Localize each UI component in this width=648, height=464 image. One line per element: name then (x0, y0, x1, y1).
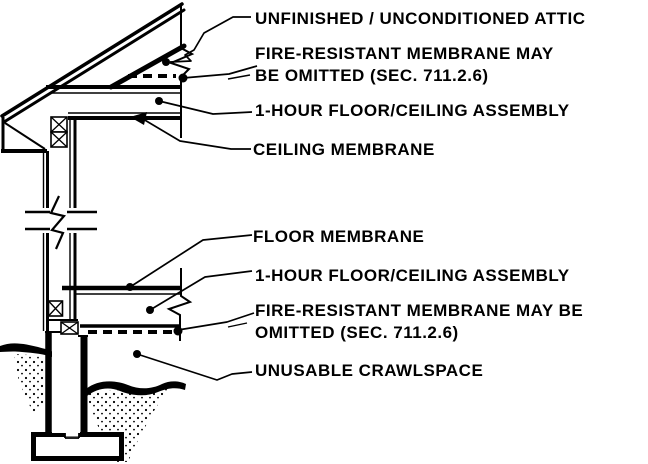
floor-membrane-line (62, 285, 181, 295)
callout-unusable-crawlspace: UNUSABLE CRAWLSPACE (255, 360, 483, 382)
dot-fire-lower (173, 326, 183, 336)
callout-fire-membrane-lower: FIRE-RESISTANT MEMBRANE MAY BE OMITTED (… (255, 300, 583, 344)
leader-ceiling-membrane (142, 118, 251, 150)
ceiling-arrowhead (130, 112, 147, 125)
sill-plate-x (60, 321, 79, 335)
ceiling-membrane-line (68, 112, 181, 120)
upper-floor-assembly (46, 85, 181, 94)
leader-lines (129, 16, 258, 381)
leader-fire-lower-tail (227, 322, 248, 328)
dot-assembly-upper (155, 97, 163, 105)
wall-break-symbol (25, 195, 97, 250)
callout-line: UNFINISHED / UNCONDITIONED ATTIC (255, 9, 586, 28)
callout-line: FLOOR MEMBRANE (253, 227, 425, 246)
leader-floor-membrane (129, 234, 253, 288)
leader-assembly-lower (149, 270, 253, 311)
callout-assembly-lower: 1-HOUR FLOOR/CEILING ASSEMBLY (255, 265, 570, 287)
callout-line: 1-HOUR FLOOR/CEILING ASSEMBLY (255, 266, 570, 285)
callout-line: CEILING MEMBRANE (253, 140, 435, 159)
footing (31, 428, 124, 461)
earth-stipple-left (14, 354, 45, 413)
exterior-wall (42, 116, 79, 335)
leader-fire-lower (177, 312, 255, 331)
grade-line-right (86, 381, 186, 396)
callout-fire-membrane-upper: FIRE-RESISTANT MEMBRANE MAY BE OMITTED (… (255, 43, 554, 87)
dot-assembly-lower (146, 306, 154, 314)
blocking-x-top (50, 116, 68, 148)
callout-line: 1-HOUR FLOOR/CEILING ASSEMBLY (255, 101, 570, 120)
leader-unfinished-attic (169, 16, 251, 63)
callout-ceiling-membrane: CEILING MEMBRANE (253, 139, 435, 161)
leader-dots (126, 58, 188, 358)
callout-line: OMITTED (SEC. 711.2.6) (255, 323, 459, 342)
leader-assembly-upper (158, 100, 253, 115)
callout-line: FIRE-RESISTANT MEMBRANE MAY BE (255, 301, 584, 320)
dot-floor-membrane (126, 283, 134, 291)
leader-crawlspace (136, 353, 253, 381)
callout-line: UNUSABLE CRAWLSPACE (255, 361, 484, 380)
blocking-x-bottom (47, 300, 64, 317)
callout-assembly-upper: 1-HOUR FLOOR/CEILING ASSEMBLY (255, 100, 570, 122)
leader-fire-upper (182, 65, 258, 79)
dot-unfinished-attic (162, 58, 170, 66)
dot-fire-upper (178, 73, 188, 83)
dot-crawlspace (133, 350, 141, 358)
callout-unfinished-attic: UNFINISHED / UNCONDITIONED ATTIC (255, 8, 586, 30)
callout-floor-membrane: FLOOR MEMBRANE (253, 226, 424, 248)
foundation-stem-wall (45, 331, 88, 433)
leader-fire-upper-tail (227, 74, 251, 80)
eave (1, 117, 47, 153)
callout-line: FIRE-RESISTANT MEMBRANE MAY (255, 44, 554, 63)
callout-line: BE OMITTED (SEC. 711.2.6) (255, 66, 489, 85)
roof (0, 2, 187, 124)
grade-line-left (0, 343, 53, 357)
